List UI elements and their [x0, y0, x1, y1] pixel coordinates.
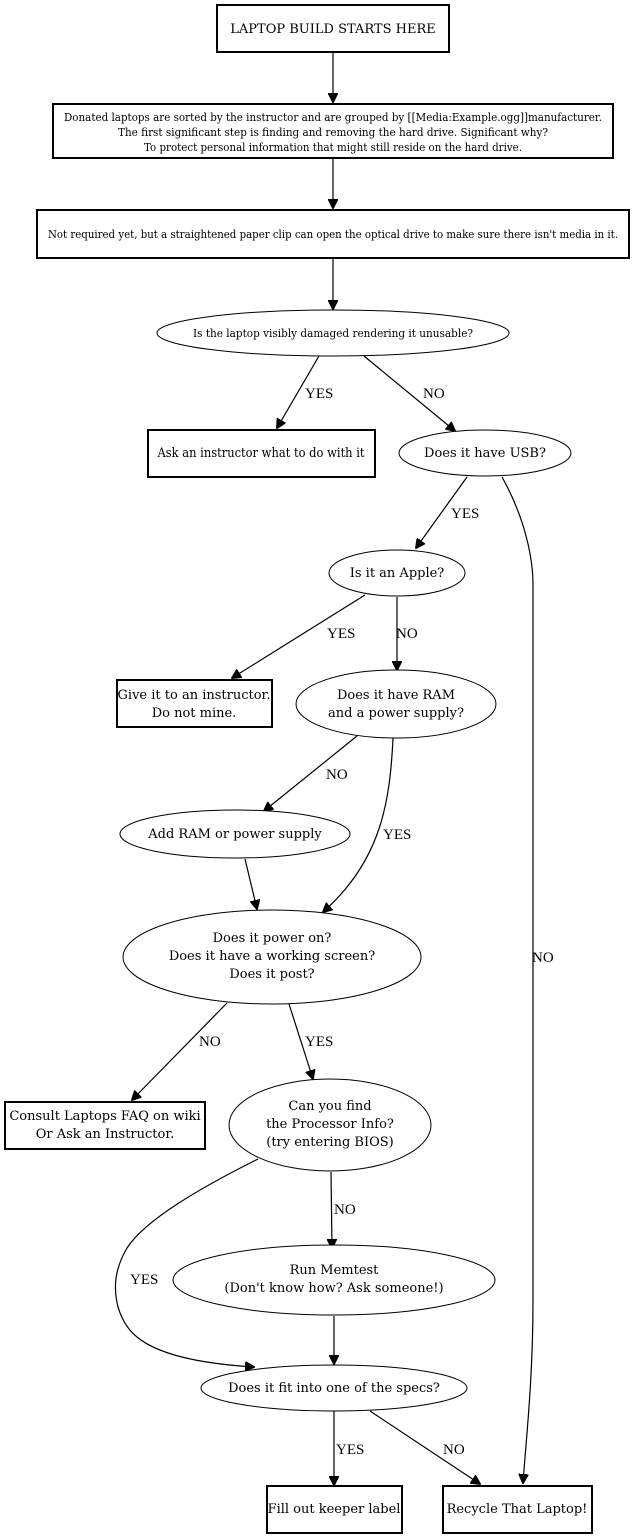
edge-damaged-no — [363, 355, 455, 431]
node-power-on-line-3: Does it post? — [229, 967, 314, 982]
node-consult-faq-box — [4, 1101, 206, 1150]
node-give-instructor-box — [116, 679, 273, 728]
node-start-box — [216, 4, 450, 53]
node-recycle-box — [442, 1485, 593, 1534]
node-ask-instructor-label: Ask an instructor what to do with it — [157, 446, 366, 461]
node-start-label: LAPTOP BUILD STARTS HERE — [230, 22, 435, 37]
edge-power-no — [132, 1002, 228, 1100]
node-specs-label: Does it fit into one of the specs? — [228, 1381, 440, 1396]
node-paperclip-label: Not required yet, but a straightened pap… — [48, 228, 618, 241]
node-specs-ellipse — [200, 1364, 468, 1412]
node-power-on-line-2: Does it have a working screen? — [169, 949, 375, 964]
node-keeper-label: Fill out keeper label — [268, 1502, 401, 1517]
edge-processor-yes — [114, 1158, 259, 1367]
node-give-instructor-line-2: Do not mine. — [152, 706, 237, 721]
edge-label-damaged-yes: YES — [305, 386, 333, 402]
edge-label-ram-yes: YES — [383, 827, 411, 843]
node-ram-power-line-1: Does it have RAM — [337, 688, 455, 703]
edge-label-ram-no: NO — [326, 767, 348, 783]
node-damaged-label: Is the laptop visibly damaged rendering … — [193, 327, 473, 340]
node-recycle-label: Recycle That Laptop! — [447, 1502, 588, 1517]
edge-addram-to-power — [244, 858, 257, 909]
edge-label-power-yes: YES — [305, 1034, 333, 1050]
node-power-on-ellipse — [122, 909, 422, 1005]
edge-apple-yes — [232, 594, 366, 678]
node-add-ram-label: Add RAM or power supply — [147, 827, 322, 842]
edges — [114, 53, 534, 1485]
edge-label-damaged-no: NO — [423, 386, 445, 402]
edge-specs-no — [369, 1410, 480, 1484]
node-sort-line-3: To protect personal information that mig… — [144, 141, 522, 154]
edge-label-specs-no: NO — [443, 1442, 465, 1458]
edge-label-usb-no: NO — [532, 950, 554, 966]
edge-processor-no — [331, 1171, 332, 1248]
node-paperclip-box — [36, 209, 630, 259]
node-memtest-ellipse — [172, 1244, 496, 1316]
node-ram-power-ellipse — [295, 669, 497, 739]
nodes: LAPTOP BUILD STARTS HERE Donated laptops… — [4, 4, 630, 1534]
edge-label-usb-yes: YES — [451, 506, 479, 522]
edge-ram-yes — [323, 737, 394, 912]
node-consult-faq-line-2: Or Ask an Instructor. — [36, 1127, 175, 1142]
edge-label-processor-yes: YES — [130, 1272, 158, 1288]
edge-power-yes — [288, 1003, 313, 1079]
edge-labels: YES NO YES YES NO NO YES NO NO YES NO YE… — [130, 386, 554, 1458]
node-sort-line-2: The first significant step is finding an… — [118, 126, 548, 139]
node-apple-ellipse — [328, 549, 466, 597]
node-apple-label: Is it an Apple? — [350, 566, 445, 581]
edge-damaged-yes — [277, 355, 320, 428]
node-damaged-ellipse — [156, 309, 510, 357]
node-processor-line-3: (try entering BIOS) — [266, 1135, 394, 1150]
edge-ram-no — [264, 735, 358, 811]
node-power-on-line-1: Does it power on? — [213, 931, 332, 946]
node-memtest-line-2: (Don't know how? Ask someone!) — [224, 1281, 443, 1296]
node-usb-ellipse — [398, 429, 572, 477]
node-sort-box — [52, 103, 614, 159]
edge-label-specs-yes: YES — [336, 1442, 364, 1458]
node-give-instructor-line-1: Give it to an instructor. — [118, 688, 271, 703]
edge-label-apple-no: NO — [396, 626, 418, 642]
node-processor-line-1: Can you find — [288, 1099, 371, 1114]
node-memtest-line-1: Run Memtest — [290, 1263, 380, 1278]
edge-label-processor-no: NO — [334, 1202, 356, 1218]
node-ask-instructor-box — [147, 429, 376, 478]
node-consult-faq-line-1: Consult Laptops FAQ on wiki — [9, 1109, 200, 1124]
edge-usb-yes — [416, 476, 468, 548]
node-keeper-box — [266, 1485, 403, 1534]
node-processor-line-2: the Processor Info? — [266, 1117, 394, 1132]
edge-label-apple-yes: YES — [327, 626, 355, 642]
node-add-ram-ellipse — [119, 809, 351, 859]
node-ram-power-line-2: and a power supply? — [328, 706, 464, 721]
node-processor-ellipse — [228, 1078, 432, 1172]
edge-label-power-no: NO — [199, 1034, 221, 1050]
node-sort-line-1: Donated laptops are sorted by the instru… — [64, 111, 602, 124]
node-usb-label: Does it have USB? — [424, 446, 546, 461]
edge-usb-no — [501, 476, 534, 1483]
